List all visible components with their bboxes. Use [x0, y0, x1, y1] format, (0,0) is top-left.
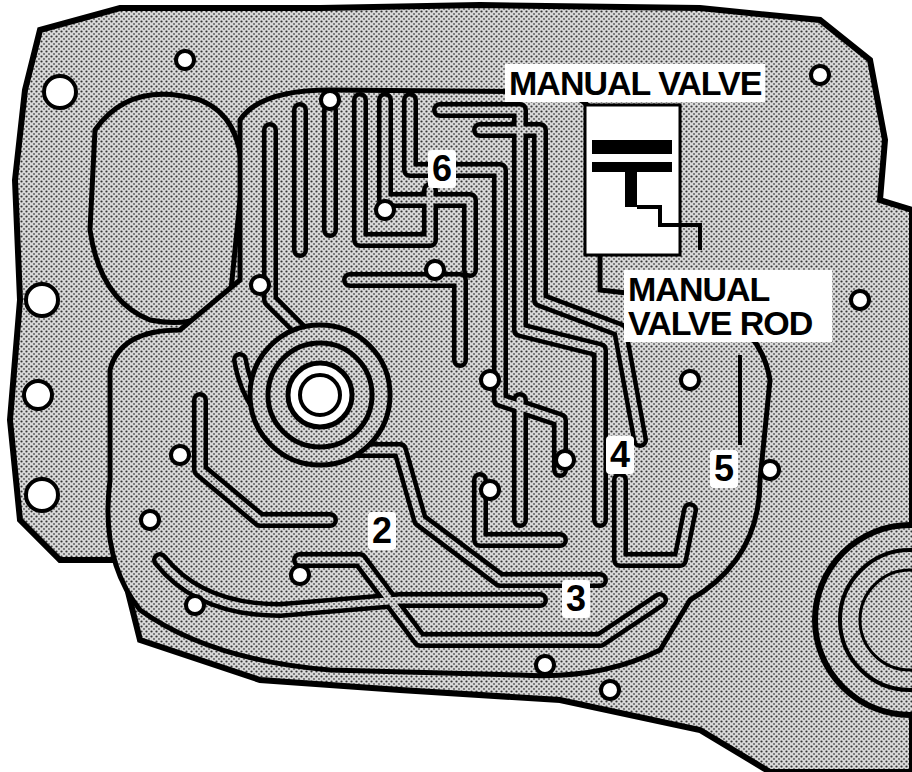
illustration-part	[160, 100, 690, 640]
illustration-part	[376, 201, 394, 219]
part-name: MANUAL VALVE	[505, 64, 765, 102]
illustration-part	[292, 110, 308, 250]
illustration-part	[26, 479, 58, 511]
illustration-part	[240, 360, 600, 580]
illustration-part	[681, 371, 699, 389]
bolt-holes	[24, 51, 869, 699]
illustration-part	[385, 100, 470, 270]
illustration-part	[251, 276, 269, 294]
illustration-part	[44, 76, 76, 108]
illustration-part	[322, 110, 338, 230]
bore	[840, 550, 912, 690]
callout-number: 5	[710, 450, 738, 488]
illustration-part	[536, 656, 554, 674]
illustration-part	[268, 343, 372, 447]
bore	[860, 570, 912, 670]
illustration-part	[26, 284, 58, 316]
illustration-part	[300, 560, 660, 640]
illustration-part	[186, 596, 204, 614]
bore	[815, 525, 912, 715]
illustration-part	[176, 51, 194, 69]
illustration-part	[270, 130, 300, 330]
illustration-part	[811, 66, 829, 84]
illustration-part	[601, 681, 619, 699]
illustration-part	[24, 381, 52, 409]
callout-number: 2	[368, 512, 396, 550]
illustration-part	[297, 110, 304, 250]
illustration-part	[291, 566, 309, 584]
illustration-part	[592, 162, 672, 172]
illustration-part	[288, 363, 352, 427]
illustration-part	[327, 110, 334, 230]
illustration-part	[385, 100, 470, 270]
illustration-part	[160, 100, 690, 640]
illustration-part	[592, 140, 672, 154]
illustration-part	[517, 400, 524, 520]
illustration-part	[512, 400, 528, 520]
callout-number: 3	[562, 580, 590, 618]
illustration-part	[556, 451, 574, 469]
illustration-part	[620, 480, 690, 560]
illustration-part	[141, 511, 159, 529]
illustration-part	[171, 446, 189, 464]
illustration-part	[160, 560, 540, 610]
illustration-part	[620, 480, 690, 560]
illustration-part	[300, 375, 340, 415]
illustration-part	[851, 291, 869, 309]
illustration-part	[761, 461, 779, 479]
cavity	[90, 94, 242, 322]
illustration-part	[481, 371, 499, 389]
housing-outline	[10, 5, 912, 772]
callout-number: 4	[606, 436, 634, 474]
part-name: MANUAL VALVE ROD	[624, 270, 832, 342]
illustration-part	[481, 481, 499, 499]
illustration-part	[585, 105, 680, 255]
illustration-part	[426, 261, 444, 279]
illustration-part	[625, 172, 637, 207]
plate-outline	[108, 90, 770, 676]
manual-valve-rod	[738, 355, 742, 445]
central-bore	[250, 325, 390, 465]
callout-number: 6	[428, 150, 456, 188]
illustration-part	[321, 91, 339, 109]
manual-valve	[585, 105, 700, 255]
illustration-part	[637, 207, 700, 250]
illustration-part	[240, 360, 600, 580]
illustration-part	[250, 325, 390, 465]
oil-channels	[160, 100, 690, 640]
